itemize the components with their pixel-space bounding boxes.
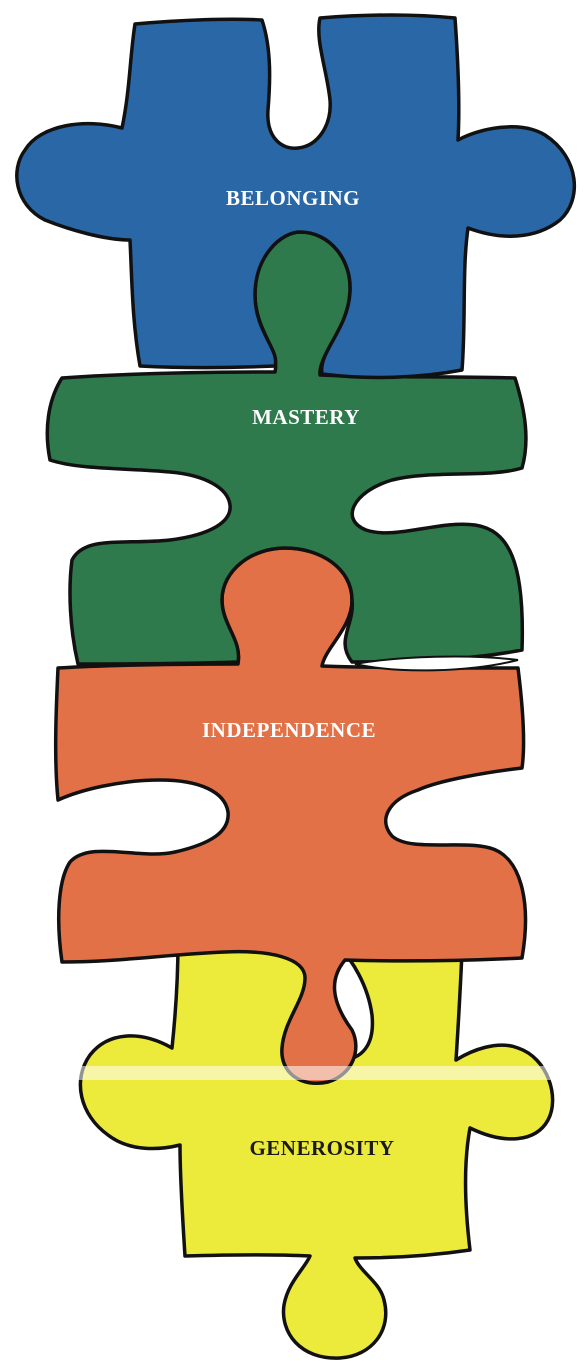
label-independence: INDEPENDENCE: [202, 718, 376, 742]
label-belonging: BELONGING: [226, 186, 360, 210]
scan-streak: [75, 1066, 555, 1080]
label-mastery: MASTERY: [252, 405, 360, 429]
label-generosity: GENEROSITY: [249, 1136, 394, 1160]
